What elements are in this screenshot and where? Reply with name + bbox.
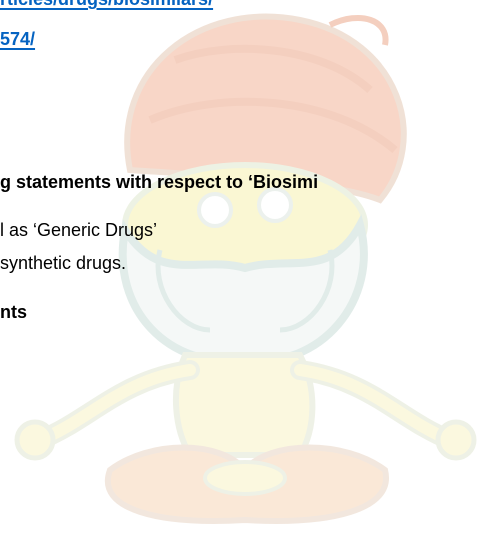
answer-option: nts bbox=[0, 302, 27, 322]
statement-1: l as ‘Generic Drugs’ bbox=[0, 220, 158, 240]
article-url-line-2[interactable]: 574/ bbox=[0, 29, 36, 49]
article-url-line-1[interactable]: rticles/drugs/biosimilars/ bbox=[0, 0, 213, 10]
question-text: g statements with respect to ‘Biosimi bbox=[0, 172, 319, 192]
statement-2: synthetic drugs. bbox=[0, 253, 127, 273]
